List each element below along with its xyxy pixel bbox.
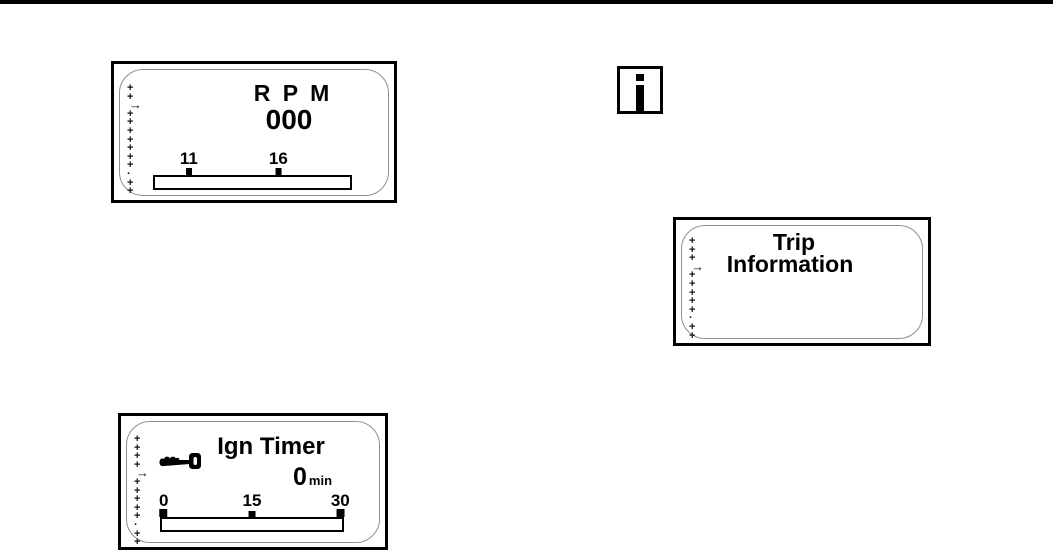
- menu-cursor-mark: +: [134, 433, 141, 445]
- menu-cursor-mark: +: [134, 493, 141, 506]
- menu-cursor-mark: +: [134, 536, 141, 549]
- ign-screen-bezel: [126, 421, 380, 543]
- rpm-value: 000: [265, 104, 313, 135]
- menu-cursor-mark: +: [127, 133, 134, 146]
- menu-cursor-mark: +: [127, 90, 134, 103]
- ign-timer-gauge: 0 15 30: [159, 491, 350, 532]
- menu-cursor-mark: +: [689, 252, 696, 265]
- menu-cursor-mark: →: [691, 258, 704, 274]
- menu-cursor-mark: +: [689, 269, 696, 282]
- menu-cursor-mark: +: [127, 185, 134, 198]
- menu-cursor-mark: +: [689, 235, 696, 247]
- menu-cursor-mark: +: [134, 458, 141, 471]
- trip-title-line2: Information: [726, 251, 854, 277]
- rpm-screen-bezel: [119, 69, 389, 196]
- rpm-gauge-tick: 11: [180, 150, 198, 175]
- menu-cursor-mark: +: [127, 176, 134, 189]
- rpm-gauge-ticks: 11 16: [153, 150, 352, 190]
- rpm-menu-cursor-column: ++→+++++++·++: [127, 82, 145, 198]
- menu-cursor-mark: +: [134, 510, 141, 523]
- rpm-display-screen: ++→+++++++·++ R P M 000 11 16: [111, 61, 397, 203]
- menu-cursor-mark: +: [127, 142, 134, 155]
- tick-label: 30: [330, 491, 350, 510]
- ign-menu-cursor-column: ++++→+++++·++: [134, 433, 152, 549]
- ign-gauge-ticks: 0 15 30: [159, 491, 350, 532]
- information-icon-stem: [636, 84, 644, 111]
- ign-gauge-bar: [160, 517, 344, 532]
- ign-timer-value: 0: [293, 463, 307, 491]
- menu-cursor-mark: +: [134, 475, 141, 488]
- menu-cursor-mark: ·: [127, 167, 131, 180]
- ign-gauge-tick: 30: [331, 492, 350, 517]
- menu-cursor-mark: ·: [689, 312, 693, 325]
- tick-label: 0: [158, 491, 169, 510]
- menu-cursor-mark: +: [689, 320, 696, 333]
- information-icon: [617, 66, 663, 114]
- menu-cursor-mark: +: [689, 277, 696, 290]
- trip-menu-cursor-column: +++→+++++·++: [689, 235, 707, 342]
- page-edge-bar: [0, 0, 1053, 4]
- menu-cursor-mark: +: [127, 116, 134, 129]
- menu-cursor-mark: +: [127, 124, 134, 137]
- information-icon-dot: [636, 74, 644, 81]
- menu-cursor-mark: +: [134, 527, 141, 540]
- menu-cursor-mark: +: [689, 243, 696, 256]
- menu-cursor-mark: +: [127, 82, 134, 94]
- ign-timer-unit: min: [308, 473, 333, 488]
- ignition-key-icon: [159, 453, 201, 469]
- tick-mark: [248, 511, 256, 517]
- tick-label: 16: [268, 149, 288, 168]
- menu-cursor-mark: +: [127, 159, 134, 172]
- ign-timer-screen: ++++→+++++·++ Ign Timer 0 min 0: [118, 413, 388, 550]
- ign-gauge-tick: 0: [159, 492, 168, 517]
- menu-cursor-mark: +: [134, 441, 141, 454]
- trip-title-line1: Trip: [772, 229, 816, 255]
- menu-cursor-mark: ·: [134, 518, 138, 531]
- rpm-title: R P M: [253, 80, 333, 106]
- menu-cursor-mark: +: [134, 501, 141, 514]
- menu-cursor-mark: +: [689, 295, 696, 308]
- tick-label: 15: [242, 491, 262, 510]
- trip-screen-bezel: [681, 225, 923, 339]
- menu-cursor-mark: +: [134, 450, 141, 463]
- rpm-gauge-bar: [153, 175, 352, 190]
- menu-cursor-mark: +: [689, 329, 696, 342]
- tick-mark: [159, 509, 168, 517]
- rpm-gauge: 11 16: [153, 150, 352, 190]
- ign-gauge-tick: 15: [242, 491, 262, 517]
- menu-cursor-mark: +: [127, 150, 134, 163]
- ign-timer-title: Ign Timer: [217, 433, 325, 460]
- menu-cursor-mark: +: [134, 484, 141, 497]
- tick-mark: [275, 168, 282, 175]
- menu-cursor-mark: +: [689, 286, 696, 299]
- tick-mark: [336, 509, 345, 517]
- rpm-gauge-tick: 16: [269, 150, 288, 175]
- menu-cursor-mark: →: [136, 465, 149, 481]
- trip-information-screen: +++→+++++·++ Trip Information: [673, 217, 931, 346]
- menu-cursor-mark: →: [129, 97, 142, 113]
- tick-mark: [185, 168, 192, 175]
- menu-cursor-mark: +: [689, 303, 696, 316]
- ign-timer-value-row: 0 min: [293, 465, 332, 490]
- menu-cursor-mark: +: [127, 107, 134, 120]
- tick-label: 11: [179, 149, 198, 168]
